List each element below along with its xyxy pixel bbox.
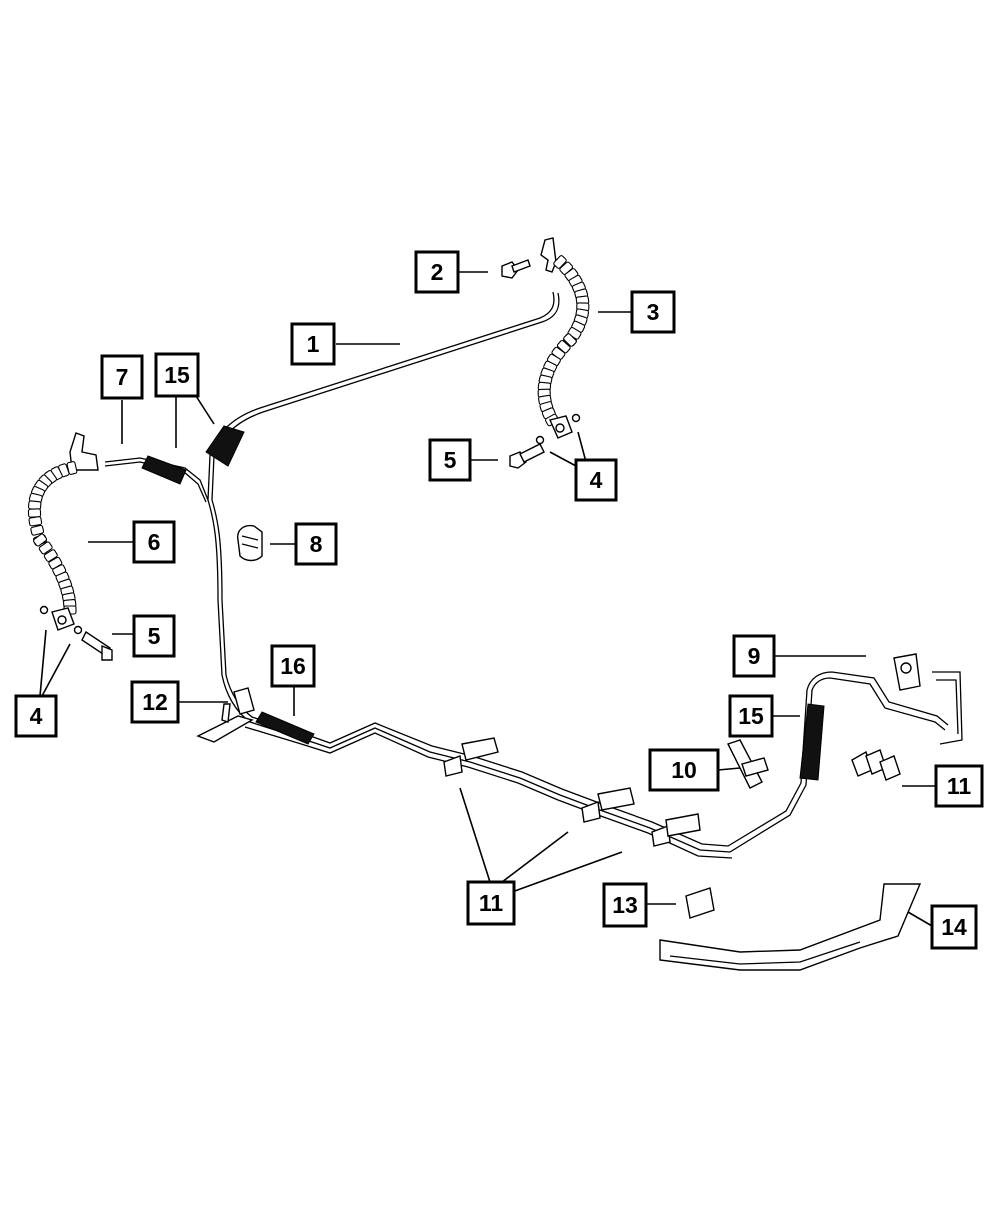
callout-label: 15	[738, 703, 764, 729]
left-brake-hose	[27, 432, 99, 631]
callout-14: 14	[930, 904, 978, 950]
callout-8: 8	[294, 522, 338, 566]
callout-7: 7	[100, 354, 144, 400]
callout-4-right: 4	[574, 458, 618, 502]
callout-4-left: 4	[14, 694, 58, 738]
tube-clip-a	[443, 737, 499, 777]
callout-label: 13	[612, 892, 638, 918]
callout-1: 1	[290, 322, 336, 366]
callout-5-right: 5	[428, 438, 472, 482]
callout-label: 6	[148, 529, 161, 555]
hose-coil	[33, 533, 47, 547]
callout-2: 2	[414, 250, 460, 294]
callout-label: 16	[280, 653, 306, 679]
tube-clip-c	[651, 813, 701, 847]
hose-coil	[28, 516, 43, 527]
hose-coil	[43, 549, 58, 562]
clip-10	[727, 739, 769, 789]
callout-label: 9	[748, 643, 761, 669]
washers-right	[535, 413, 581, 445]
callout-9: 9	[732, 634, 776, 678]
callout-label: 11	[479, 890, 504, 916]
tube-sleeve-right	[799, 703, 825, 781]
callout-11-bottom: 11	[466, 880, 516, 926]
tube-clip-b	[581, 787, 635, 823]
callout-label: 15	[164, 362, 190, 388]
hose-coil	[30, 524, 45, 536]
hose-coil	[27, 508, 42, 518]
callout-12: 12	[130, 680, 180, 724]
right-brake-hose	[537, 237, 590, 439]
washers-left	[39, 605, 83, 635]
callout-10: 10	[648, 748, 720, 792]
hose-coil	[553, 255, 567, 269]
callout-label: 11	[947, 773, 972, 799]
grommet-8	[237, 524, 263, 562]
tube-clip-loose	[851, 749, 901, 781]
tube-sleeve-upper	[205, 425, 245, 467]
junction-block-9	[893, 653, 963, 745]
tube-sleeve-16	[255, 711, 315, 745]
callout-11-right: 11	[934, 764, 984, 808]
callout-15-right: 15	[728, 694, 774, 738]
clip-12	[196, 687, 255, 743]
hose-coil	[563, 333, 577, 347]
callout-16: 16	[270, 644, 316, 688]
callout-6: 6	[132, 520, 176, 564]
clip-13	[685, 887, 715, 919]
callout-13: 13	[602, 882, 648, 928]
tube-sleeve-left	[141, 455, 187, 485]
callout-label: 12	[142, 689, 168, 715]
banjo-bolt-left	[81, 630, 113, 661]
callout-label: 4	[30, 703, 43, 729]
callout-label: 5	[148, 623, 161, 649]
hose-coil	[38, 541, 53, 555]
callout-15-left: 15	[154, 352, 200, 398]
callout-3: 3	[630, 290, 676, 334]
heat-shield-14	[659, 883, 922, 971]
callout-label: 2	[431, 259, 444, 285]
banjo-bolt-right	[509, 443, 545, 469]
callout-label: 7	[116, 364, 129, 390]
callout-label: 4	[590, 467, 603, 493]
callout-label: 8	[310, 531, 323, 557]
callout-label: 14	[941, 914, 967, 940]
brake-tube-front	[211, 291, 560, 456]
leader-lines	[39, 271, 936, 927]
callout-label: 5	[444, 447, 457, 473]
left-hose-coils	[27, 461, 78, 615]
callout-label: 1	[307, 331, 320, 357]
callout-5-left: 5	[132, 614, 176, 658]
right-hose-coils	[537, 255, 590, 427]
callout-label: 10	[671, 757, 697, 783]
bolt-2	[501, 259, 531, 279]
callout-label: 3	[647, 299, 660, 325]
